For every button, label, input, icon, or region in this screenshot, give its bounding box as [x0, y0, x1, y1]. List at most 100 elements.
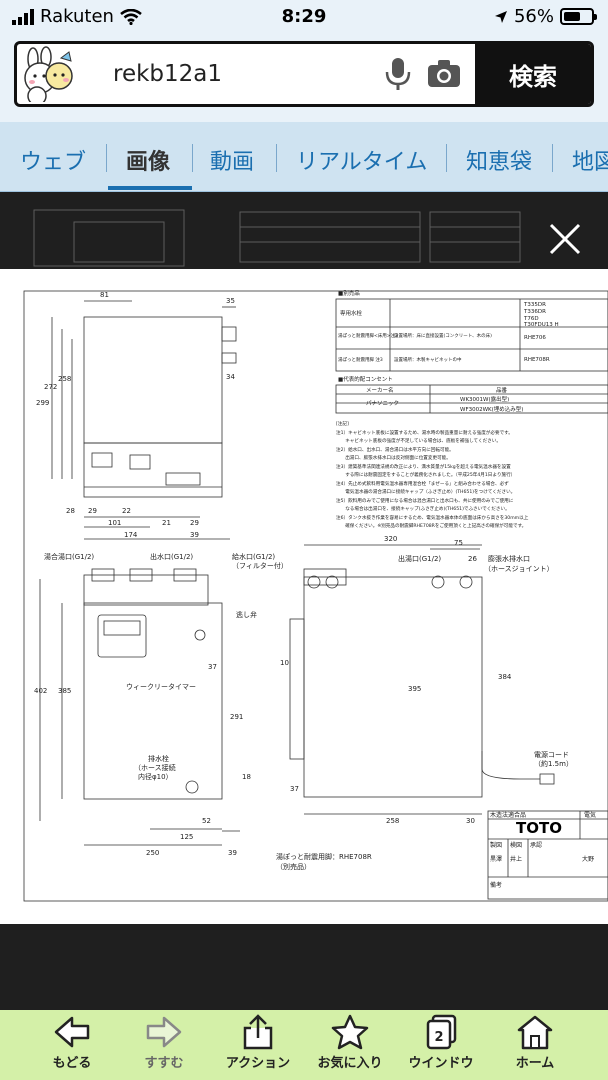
- parts-row-label: 専用水栓: [340, 309, 363, 317]
- tab-video[interactable]: 動画: [210, 150, 255, 175]
- parts-note: 設置場所：床に直接設置(コンクリート、木の床): [394, 332, 492, 339]
- forward-label: すすむ: [144, 1056, 184, 1071]
- back-label: もどる: [52, 1056, 92, 1071]
- window-count: 2: [434, 1030, 443, 1045]
- carrier-name: Rakuten: [40, 6, 114, 27]
- part-label: 給水口(G1/2): [232, 552, 275, 561]
- dimension-label: 384: [498, 673, 512, 681]
- note-line: なる場合は出湯口を、接続キャップ(ふさぎ止め)(TH651)でふさいでください。: [336, 505, 510, 512]
- window-label: ウインドウ: [408, 1056, 474, 1071]
- tab-realtime[interactable]: リアルタイム: [296, 150, 428, 175]
- part-label: （約1.5m）: [534, 759, 573, 768]
- status-bar: Rakuten 8:29 56%: [0, 0, 608, 34]
- favorites-button[interactable]: お気に入り: [305, 1014, 395, 1078]
- title-block-label: 承認: [530, 841, 542, 849]
- mascot-avatar-icon: [24, 46, 73, 102]
- star-icon: [331, 1014, 369, 1050]
- parts-row-label: 湯ぽっと耐震用脚 注3: [338, 356, 383, 363]
- parts-value: RHE706: [524, 335, 546, 341]
- dimension-label: 10: [280, 659, 289, 667]
- back-arrow-icon: [54, 1016, 90, 1048]
- title-block-label: 検図: [510, 841, 522, 849]
- technical-drawing[interactable]: 81 35 34 299 272 258 28 29 22 101 21 29 …: [0, 269, 608, 924]
- dimension-label: 37: [290, 785, 299, 793]
- note-line: 注6）タンク水抜き作業を容易にするため、電気温水器本体の底面は床から高さを30m…: [336, 514, 529, 521]
- close-icon[interactable]: [548, 222, 582, 256]
- signal-icon: [12, 8, 34, 25]
- previous-image-thumbnail[interactable]: [0, 192, 608, 268]
- part-label: （ホースジョイント）: [484, 565, 554, 573]
- status-left: Rakuten: [12, 6, 142, 27]
- dimension-label: 299: [36, 399, 49, 407]
- home-button[interactable]: ホーム: [490, 1014, 580, 1078]
- note-line: 注5）飲料用のみでご使用になる場合は混合湯口と出水口も、共に使用のみでご使用に: [336, 497, 514, 504]
- note-line: キャビネット底板の強度が不足している場合は、底板を補強してください。: [336, 437, 501, 444]
- outlet-item: WK3001W(露出型): [460, 395, 509, 403]
- dimension-label: 402: [34, 687, 47, 695]
- status-right: 56%: [494, 6, 597, 27]
- title-block-label: 電気: [584, 811, 596, 819]
- parts-value: T30FDU13 H: [523, 322, 559, 328]
- image-viewer: 81 35 34 299 272 258 28 29 22 101 21 29 …: [0, 192, 608, 1010]
- tab-divider: [276, 144, 277, 172]
- part-label: 逃し弁: [236, 610, 257, 619]
- note-line: 確保ください。※別売品の耐震脚RHE708Rをご使用頂くと上記高さの確保が可能で…: [336, 522, 526, 529]
- dimension-label: 81: [100, 291, 109, 299]
- parts-value: RHE708R: [524, 357, 550, 363]
- dimension-label: 75: [454, 539, 463, 547]
- dimension-label: 18: [242, 773, 251, 781]
- part-label: （別売品）: [276, 862, 311, 871]
- windows-icon: 2: [426, 1014, 457, 1050]
- note-line: 注1）キャビネット底板に設置するため、湯水時の製品重量に耐える強度が必要です。: [336, 429, 513, 436]
- tab-divider: [446, 144, 447, 172]
- clock: 8:29: [281, 6, 327, 27]
- battery-icon: [560, 8, 597, 25]
- action-button[interactable]: アクション: [213, 1014, 303, 1078]
- dimension-label: 258: [58, 375, 71, 383]
- camera-icon[interactable]: [427, 58, 461, 88]
- title-block-label: 備考: [490, 881, 502, 889]
- title-block-label: 井上: [510, 855, 522, 863]
- location-arrow-icon: [494, 10, 507, 23]
- note-line: [注記]: [336, 420, 349, 427]
- forward-button[interactable]: すすむ: [119, 1014, 209, 1078]
- parts-value: T335DR: [523, 302, 546, 308]
- tab-chiebukuro[interactable]: 知恵袋: [466, 150, 533, 175]
- tab-images[interactable]: 画像: [126, 150, 171, 175]
- part-label: 湯合湯口(G1/2): [44, 552, 94, 561]
- search-box[interactable]: rekb12a1 検索: [14, 41, 594, 107]
- dimension-label: 22: [122, 507, 131, 515]
- part-label: （フィルター付）: [232, 561, 288, 570]
- outlet-col: 品番: [496, 387, 508, 394]
- dimension-label: 39: [190, 531, 199, 539]
- note-line: 注3）建築基準法関連法規の改正により、満水質量が15kgを超える電気温水器を設置: [336, 463, 511, 470]
- part-label: 出湯口(G1/2): [398, 554, 441, 563]
- window-button[interactable]: 2 ウインドウ: [396, 1014, 486, 1078]
- title-block-label: 大野: [582, 855, 594, 863]
- dimension-label: 320: [384, 535, 397, 543]
- search-button[interactable]: 検索: [475, 44, 591, 104]
- tab-map[interactable]: 地図: [572, 150, 608, 175]
- part-label: ウィークリータイマー: [126, 682, 196, 691]
- tab-web[interactable]: ウェブ: [20, 150, 87, 175]
- tab-divider: [192, 144, 193, 172]
- dimension-label: 30: [466, 817, 475, 825]
- action-label: アクション: [225, 1056, 291, 1071]
- dimension-label: 52: [202, 817, 211, 825]
- note-line: 注2）給水口、出水口、湯合湯口は水平方向に回転可能。: [336, 446, 454, 453]
- parts-value: T336DR: [523, 309, 546, 315]
- parts-heading: ■別売品: [338, 289, 360, 297]
- note-line: 出湯口、膨張水排水口は反対側面に位置変更可能。: [336, 454, 451, 461]
- microphone-icon[interactable]: [383, 56, 413, 92]
- title-block-label: 黒澤: [490, 855, 502, 863]
- dimension-label: 395: [408, 685, 421, 693]
- tab-divider: [106, 144, 107, 172]
- dimension-label: 385: [58, 687, 71, 695]
- back-button[interactable]: もどる: [27, 1014, 117, 1078]
- search-input[interactable]: rekb12a1: [113, 61, 223, 87]
- toto-logo: TOTO: [516, 819, 562, 837]
- dimension-label: 174: [124, 531, 138, 539]
- note-line: する際には耐震固定をすることが義務化されました。（平成25年4月1日より施行）: [336, 471, 515, 478]
- outlet-item: WF3002WK(埋め込み型): [460, 405, 523, 413]
- dimension-label: 291: [230, 713, 243, 721]
